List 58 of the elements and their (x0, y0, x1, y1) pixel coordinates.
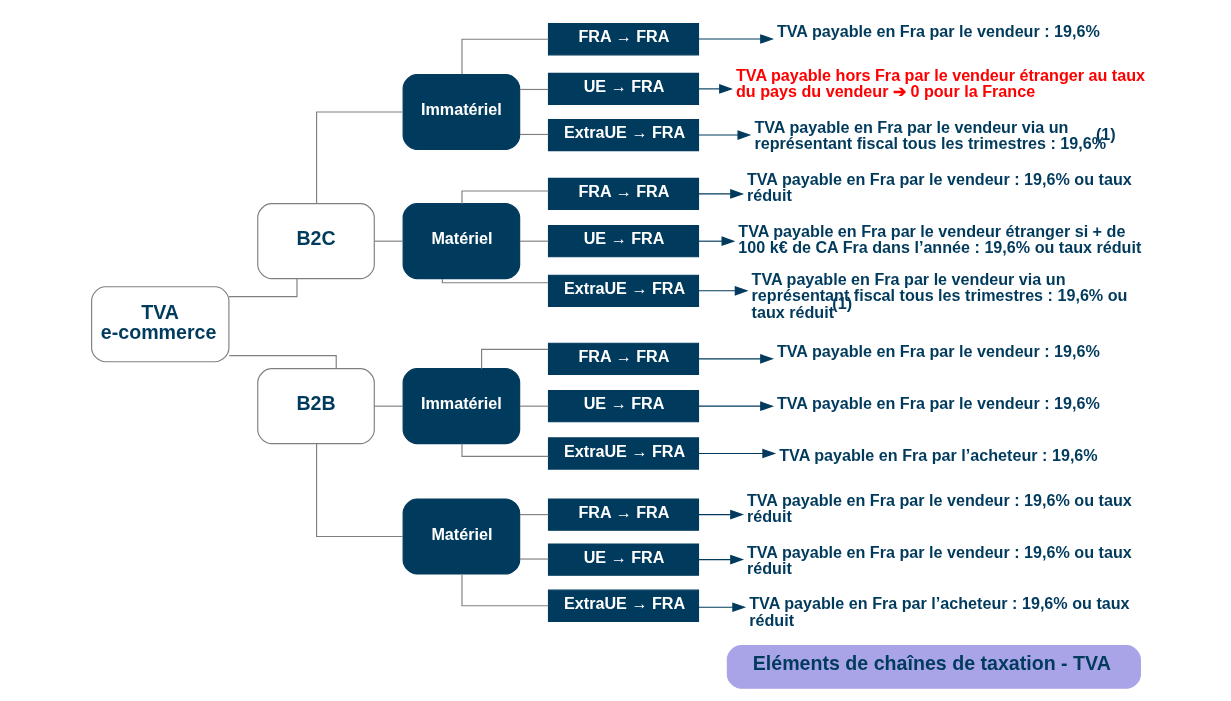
connector (518, 88, 549, 91)
arrow (697, 34, 774, 44)
connector (480, 348, 549, 370)
node-box: Immatériel (402, 368, 520, 445)
connector (315, 111, 403, 205)
node-text: TVA payable en Fra par le vendeur : 19,6% ou taux réduit (746, 542, 1132, 577)
arrow (697, 401, 774, 412)
node-text: TVA payable en Fra par le vendeur : 19,6% (776, 21, 1100, 40)
arrow (697, 84, 733, 94)
connector (460, 38, 549, 75)
node-box: FRA → FRA (547, 498, 699, 531)
connector (518, 558, 549, 560)
connector (518, 240, 549, 242)
arrow (697, 285, 749, 296)
connector (518, 405, 549, 407)
node-box: B2B (256, 368, 375, 445)
node-box: ExtraUE → FRA (547, 589, 699, 622)
arrow (697, 130, 751, 140)
connector (227, 278, 298, 298)
node-box: Immatériel (402, 73, 520, 151)
node-box: UE → FRA (547, 543, 699, 576)
node-box: ExtraUE → FRA (547, 274, 699, 307)
node-text: TVA payable en Fra par le vendeur : 19,6% ou taux réduit (746, 490, 1132, 525)
node-box: FRA → FRA (547, 177, 699, 211)
node-box: ExtraUE → FRA (547, 118, 699, 152)
arrow (697, 189, 744, 199)
node-text: TVA payable en Fra par le vendeur : 19,6% (776, 394, 1100, 413)
node-text: TVA payable en Fra par le vendeur : 19,6% (776, 342, 1100, 361)
connector (441, 278, 549, 284)
connector (373, 240, 404, 242)
node-box: B2C (256, 203, 375, 280)
node-text: TVA payable en Fra par l’acheteur : 19,6% (778, 446, 1098, 465)
connector (518, 133, 549, 136)
node-box: ExtraUE → FRA (547, 437, 699, 470)
node-box: TVA e-commerce (90, 286, 229, 363)
node-text: TVA payable en Fra par l’acheteur : 19,6% ou taux réduit (748, 594, 1130, 629)
arrow (697, 354, 774, 364)
node-box: Matériel (402, 203, 520, 280)
node-text: TVA payable hors Fra par le vendeur étranger au taux du pays du vendeur ➔ 0 pour la France (735, 66, 1145, 101)
node-box: FRA → FRA (547, 342, 699, 375)
arrow (697, 554, 744, 565)
connector (373, 405, 404, 407)
arrow (697, 236, 735, 247)
node-box: UE → FRA (547, 390, 699, 423)
node-box: FRA → FRA (547, 23, 699, 56)
connector (460, 190, 549, 205)
arrow (697, 602, 746, 613)
arrow (697, 509, 744, 520)
node-box: UE → FRA (547, 225, 699, 258)
connector (460, 573, 549, 607)
node-text: TVA payable en Fra par le vendeur : 19,6% ou taux réduit (746, 169, 1132, 205)
node-text: TVA payable en Fra par le vendeur étranger si + de 100 k€ de CA Fra dans l’année : 19,6% ou taux réduit (737, 221, 1141, 256)
connector (518, 514, 549, 516)
node-box: Matériel (402, 498, 520, 575)
node-box: UE → FRA (547, 72, 699, 106)
connector (315, 443, 403, 538)
node-box: Eléments de chaînes de taxation - TVA (726, 645, 1141, 689)
arrow (697, 448, 776, 459)
